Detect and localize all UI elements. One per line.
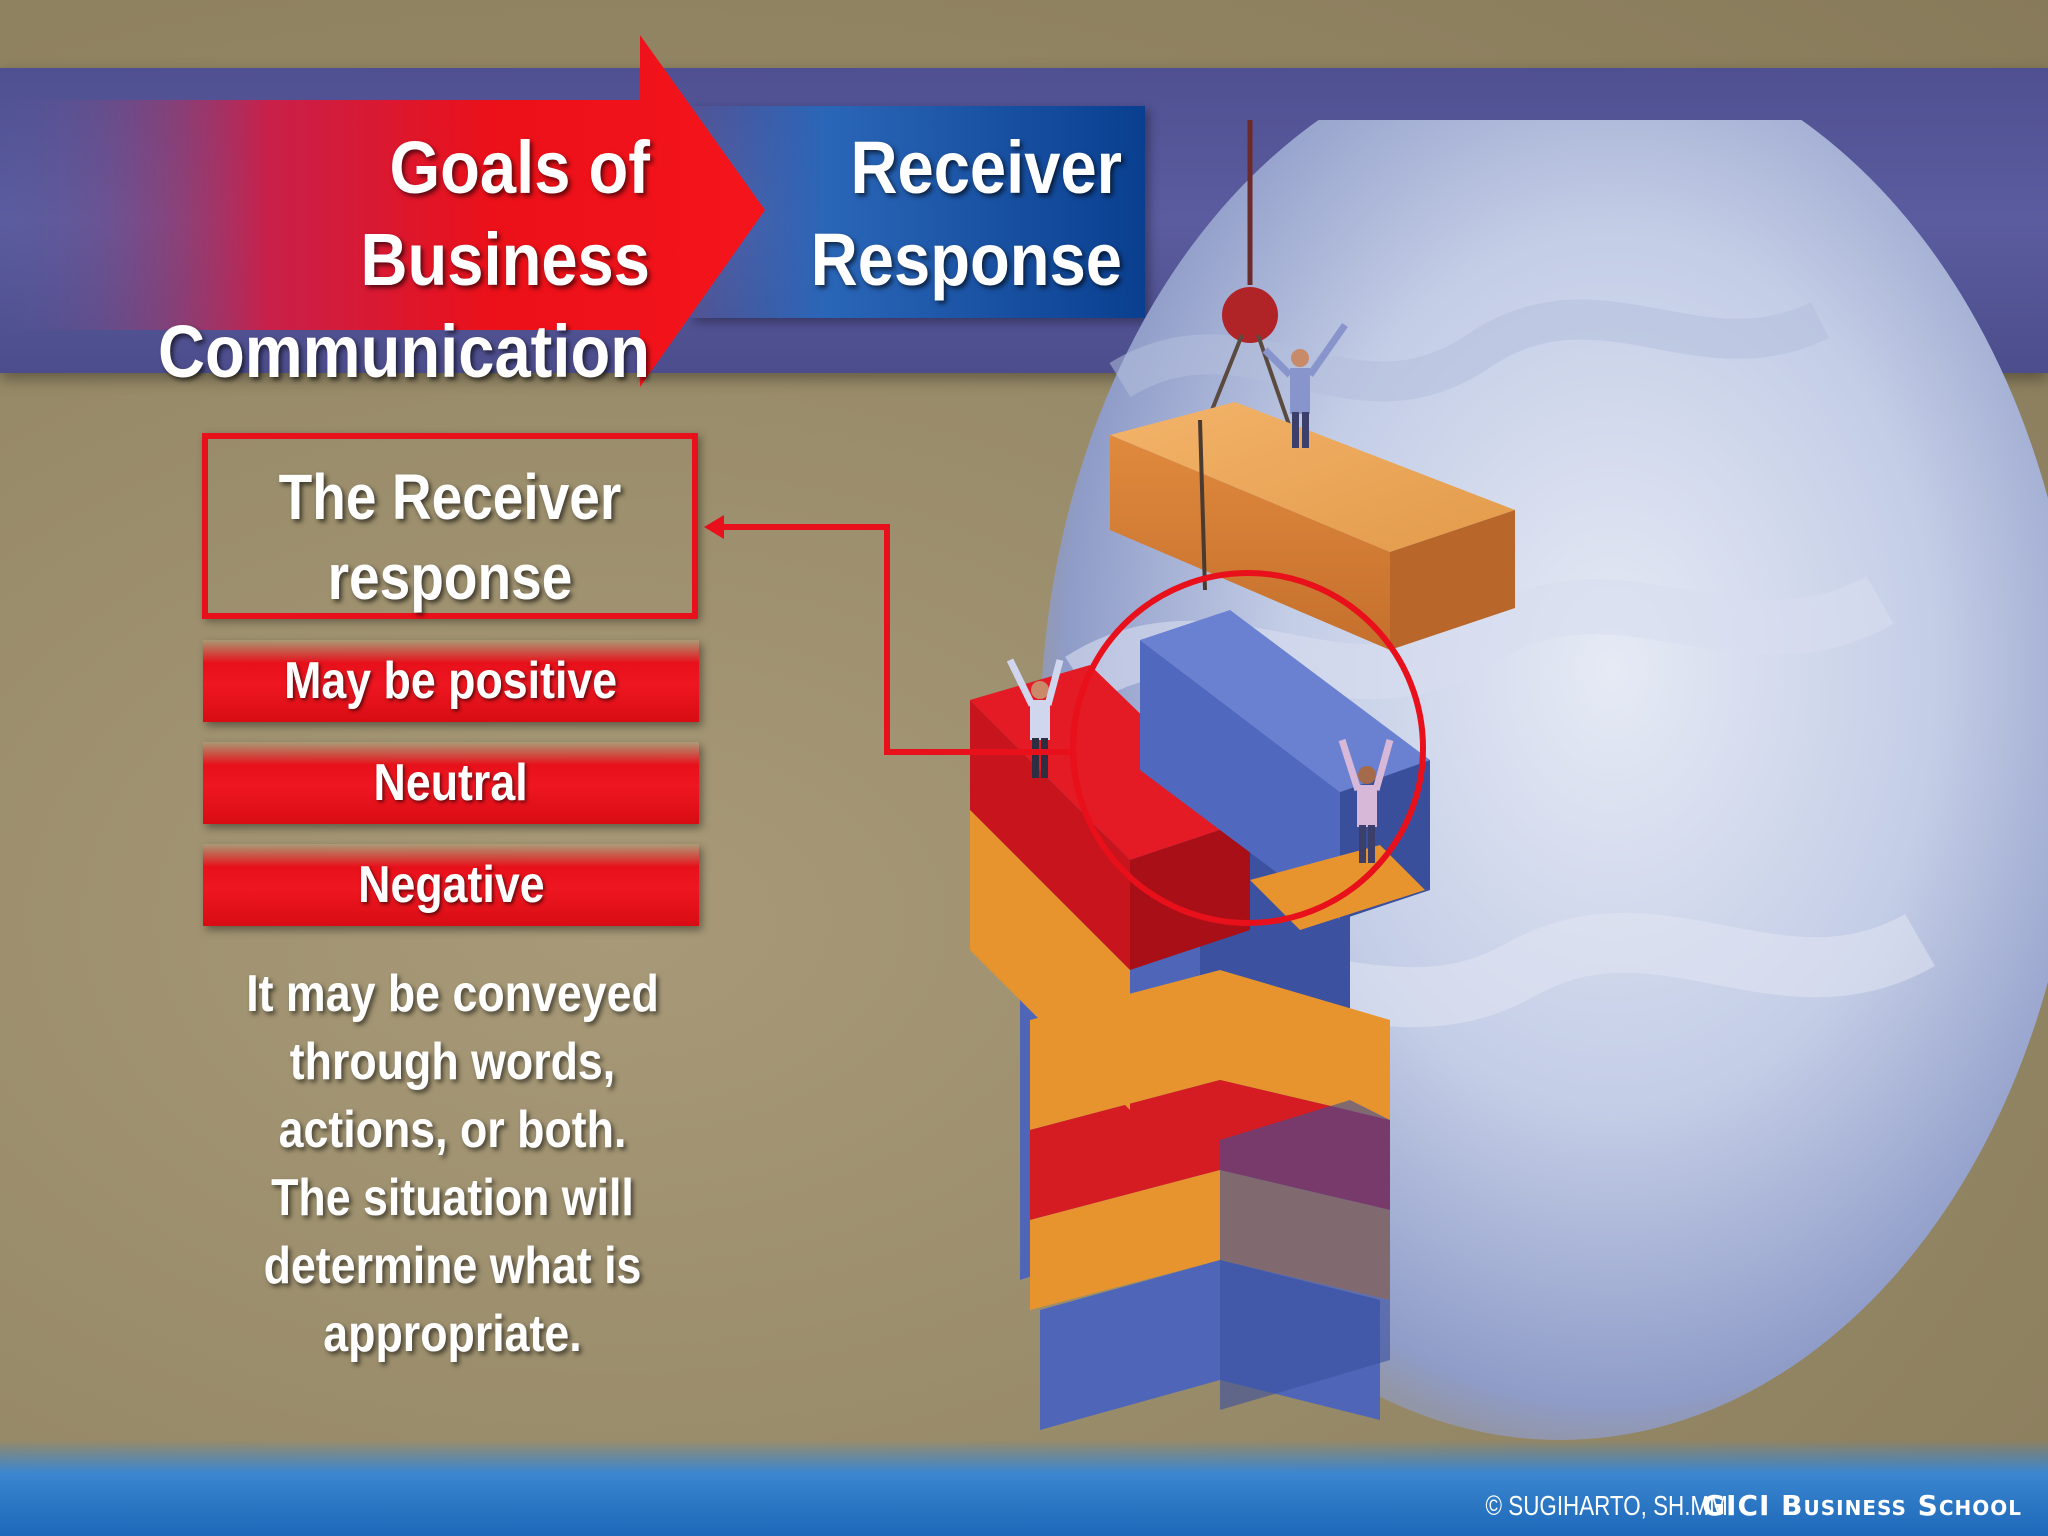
slide-subtitle-line-1: Receiver: [850, 126, 1122, 209]
body-line: actions, or both.: [278, 1101, 627, 1159]
footer-bar: © SUGIHARTO, SH.MM GICI Business School: [0, 1440, 2048, 1536]
body-text: It may be conveyed through words, action…: [180, 960, 725, 1368]
receiver-response-line-2: response: [327, 541, 573, 613]
school-name: GICI Business School: [1702, 1489, 2022, 1522]
receiver-response-label: The Receiver response: [242, 457, 658, 617]
slide-title-line-1: Goals of Business: [360, 126, 650, 301]
slide-subtitle: Receiver Response: [742, 122, 1122, 306]
person-figure: [1262, 322, 1348, 448]
response-positive-bar: May be positive: [203, 640, 699, 722]
receiver-response-line-1: The Receiver: [278, 461, 622, 533]
body-line: determine what is: [263, 1237, 642, 1295]
body-line: The situation will: [271, 1169, 634, 1227]
slide-subtitle-line-2: Response: [810, 218, 1122, 301]
response-positive-label: May be positive: [284, 652, 618, 710]
response-neutral-label: Neutral: [373, 754, 529, 812]
body-line: appropriate.: [323, 1305, 582, 1363]
slide-title: Goals of Business Communication: [113, 122, 650, 398]
footer-credit: © SUGIHARTO, SH.MM GICI Business School: [1425, 1489, 2022, 1522]
copyright-text: © SUGIHARTO, SH.MM: [1485, 1490, 1728, 1521]
body-line: It may be conveyed: [246, 965, 659, 1023]
response-negative-bar: Negative: [203, 844, 699, 926]
body-line: through words,: [289, 1033, 616, 1091]
response-negative-label: Negative: [357, 856, 545, 914]
stacked-blocks-illustration: [970, 120, 2048, 1440]
response-neutral-bar: Neutral: [203, 742, 699, 824]
receiver-response-box: The Receiver response: [202, 433, 698, 619]
title-arrow-icon: [0, 35, 765, 387]
slide-title-line-2: Communication: [157, 310, 650, 393]
subtitle-box: [690, 106, 1145, 318]
